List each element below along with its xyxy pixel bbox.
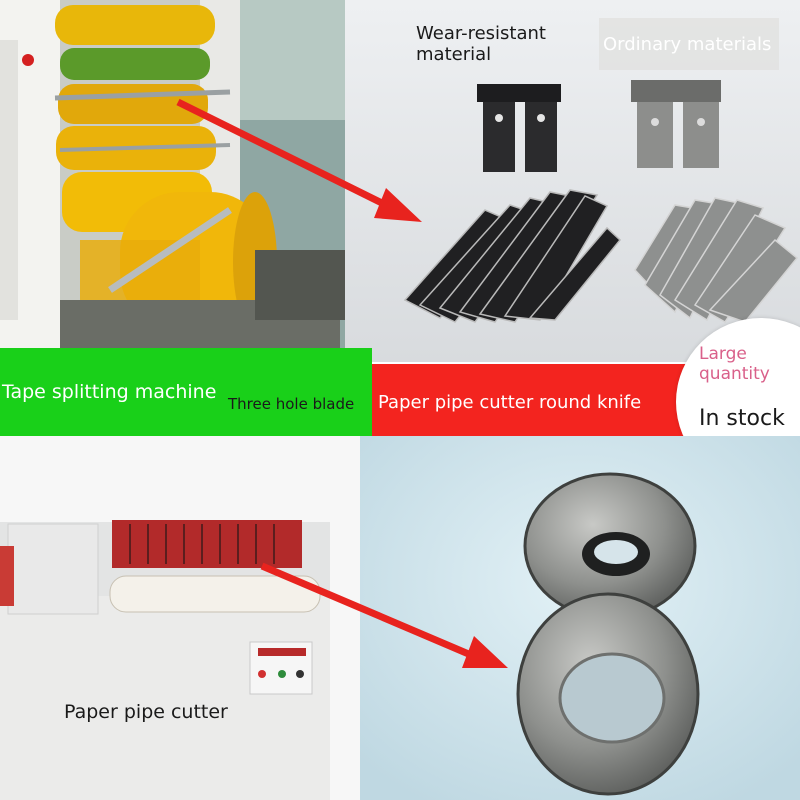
paper-pipe-cutter-label: Paper pipe cutter — [64, 701, 228, 723]
in-stock-label: In stock — [699, 406, 785, 431]
paper-pipe-cutter-photo — [0, 436, 360, 800]
red-label-band — [372, 364, 717, 436]
blades-comparison-photo — [345, 0, 800, 362]
green-label-band — [0, 348, 372, 436]
round-knives-illustration — [360, 436, 800, 800]
pipe-cutter-illustration — [0, 436, 360, 800]
wear-resistant-label: Wear-resistant material — [416, 23, 546, 65]
paper-pipe-knife-label: Paper pipe cutter round knife — [378, 392, 642, 413]
three-hole-label: Three hole blade — [228, 395, 355, 413]
tape-machine-photo — [0, 0, 345, 348]
arrow-bottom — [260, 562, 508, 668]
blades-illustration — [345, 0, 800, 362]
tape-splitting-label: Tape splitting machine — [2, 381, 217, 403]
tape-machine-illustration — [0, 0, 345, 348]
round-knives-photo — [360, 436, 800, 800]
large-quantity-label: Large quantity — [699, 344, 770, 384]
arrow-top — [176, 98, 422, 222]
ordinary-materials-label: Ordinary materials — [603, 34, 772, 55]
